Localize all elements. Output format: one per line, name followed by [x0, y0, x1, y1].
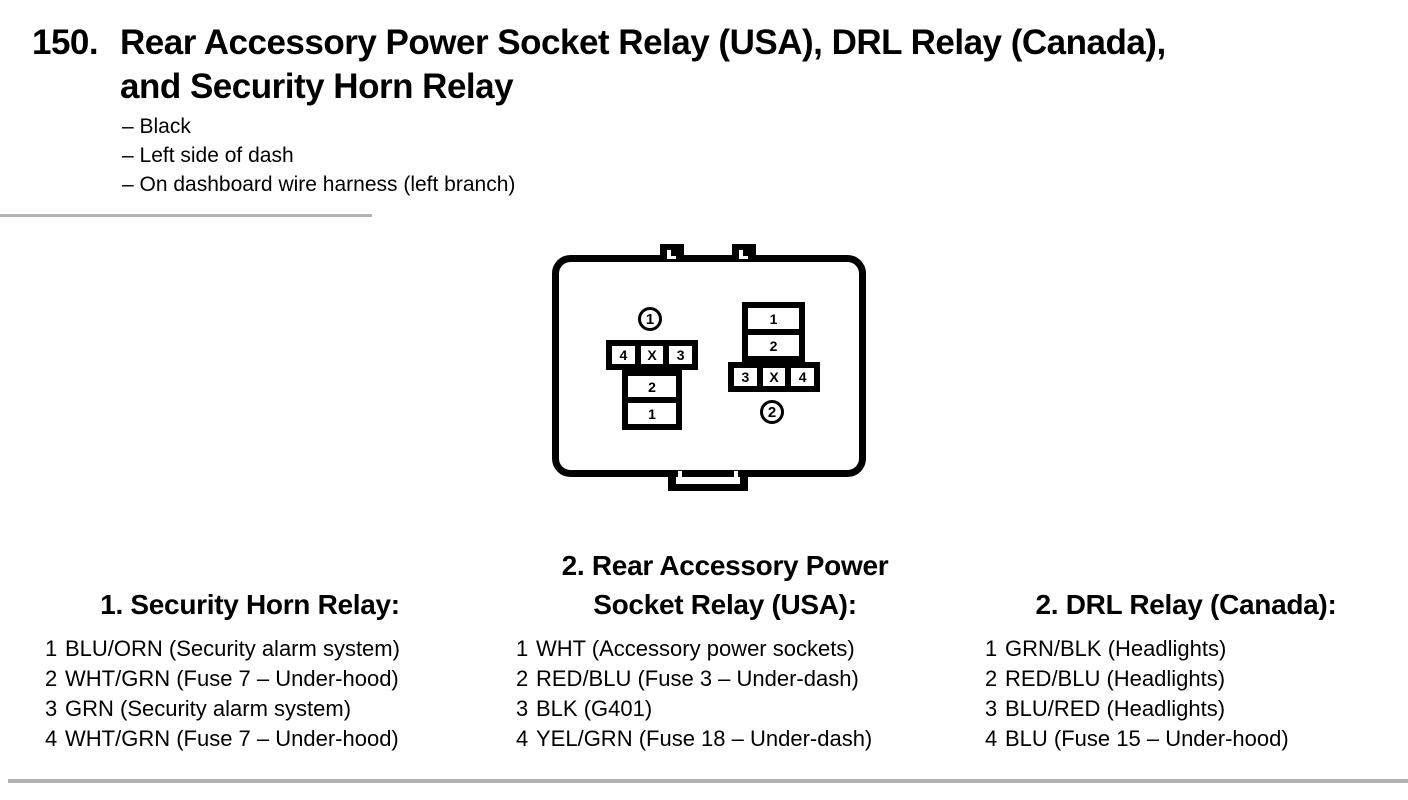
socket-1-pin-cell-4: 4: [612, 346, 635, 364]
scan-artifact-line: [8, 779, 1408, 783]
socket-1-pin-row: 4 X 3: [606, 340, 698, 370]
legend-column-rear-accessory-power-socket-relay: 2. Rear Accessory Power Socket Relay (US…: [505, 546, 945, 754]
pin-list-item: 1 GRN/BLK (Headlights): [985, 634, 1406, 664]
pin-description: BLU/RED (Headlights): [1005, 696, 1226, 721]
pin-number: 2: [985, 666, 998, 691]
pin-number: 3: [985, 696, 998, 721]
mounting-tab-top-left-icon: [660, 244, 684, 259]
socket-1-pin-cell-1: 1: [628, 403, 676, 424]
socket-2-pin-row: 3 X 4: [728, 362, 820, 392]
legend-heading: 2. DRL Relay (Canada):: [966, 546, 1406, 624]
socket-1-pin-cell-x: X: [640, 346, 664, 364]
pin-number: 3: [516, 696, 529, 721]
page-title-line-2: and Security Horn Relay: [120, 67, 514, 106]
pin-list-item: 2 RED/BLU (Fuse 3 – Under-dash): [516, 664, 945, 694]
legend-column-security-horn-relay: 1. Security Horn Relay: 1 BLU/ORN (Secur…: [40, 546, 460, 754]
pin-list-item: 1 WHT (Accessory power sockets): [516, 634, 945, 664]
socket-2-pin-cell-4: 4: [791, 368, 815, 386]
pin-number: 2: [516, 666, 529, 691]
connector-outline-icon: [552, 244, 866, 491]
pin-list-item: 2 RED/BLU (Headlights): [985, 664, 1406, 694]
socket-1-pin-cell-3: 3: [669, 346, 693, 364]
legend-column-drl-relay: 2. DRL Relay (Canada): 1 GRN/BLK (Headli…: [966, 546, 1406, 754]
pin-description: GRN (Security alarm system): [65, 696, 352, 721]
pin-description: WHT/GRN (Fuse 7 – Under-hood): [65, 666, 399, 691]
legend-heading-line: Socket Relay (USA):: [593, 589, 857, 620]
pin-list: 1 BLU/ORN (Security alarm system) 2 WHT/…: [40, 634, 460, 754]
legend-heading: 1. Security Horn Relay:: [40, 546, 460, 624]
pin-list-item: 3 BLK (G401): [516, 694, 945, 724]
pin-description: BLU/ORN (Security alarm system): [65, 636, 400, 661]
pin-number: 4: [985, 726, 998, 751]
figure-title: 150. Rear Accessory Power Socket Relay (…: [32, 21, 1166, 109]
pin-description: RED/BLU (Headlights): [1005, 666, 1226, 691]
pin-number: 3: [45, 696, 58, 721]
pin-number: 4: [516, 726, 529, 751]
socket-1-pin-cell-2: 2: [628, 376, 676, 397]
note-location: – Left side of dash: [122, 144, 294, 167]
location-notes: – Black – Left side of dash – On dashboa…: [122, 112, 515, 199]
pin-description: BLK (G401): [536, 696, 653, 721]
legend-heading: 2. Rear Accessory Power Socket Relay (US…: [505, 546, 945, 624]
note-harness: – On dashboard wire harness (left branch…: [122, 173, 516, 196]
socket-2-label-circle: 2: [760, 400, 784, 424]
page-title: Rear Accessory Power Socket Relay (USA),…: [120, 21, 1166, 109]
socket-2-pin-cell-3: 3: [734, 368, 757, 386]
pin-number: 2: [45, 666, 58, 691]
page-title-line-1: Rear Accessory Power Socket Relay (USA),…: [120, 23, 1166, 62]
pin-list-item: 4 YEL/GRN (Fuse 18 – Under-dash): [516, 724, 945, 754]
socket-1-pin-stack: 2 1: [622, 370, 682, 430]
pin-description: WHT (Accessory power sockets): [536, 636, 855, 661]
pin-number: 1: [516, 636, 529, 661]
mounting-tab-top-right-icon: [732, 244, 756, 259]
pin-description: BLU (Fuse 15 – Under-hood): [1005, 726, 1289, 751]
pin-number: 1: [985, 636, 998, 661]
socket-1-label-circle: 1: [638, 307, 662, 331]
pin-list-item: 3 BLU/RED (Headlights): [985, 694, 1406, 724]
socket-2-pin-cell-1: 1: [748, 308, 799, 329]
legend-heading-line: 2. Rear Accessory Power: [561, 550, 889, 581]
pin-description: GRN/BLK (Headlights): [1005, 636, 1227, 661]
pin-list: 1 WHT (Accessory power sockets) 2 RED/BL…: [505, 634, 945, 754]
pin-number: 1: [45, 636, 58, 661]
socket-2-pin-cell-2: 2: [748, 335, 799, 356]
pin-list-item: 4 WHT/GRN (Fuse 7 – Under-hood): [45, 724, 460, 754]
pin-list-item: 2 WHT/GRN (Fuse 7 – Under-hood): [45, 664, 460, 694]
connector-diagram: 1 4 X 3 2 1 1 2 3 X 4 2: [552, 243, 872, 499]
socket-2-pin-cell-x: X: [762, 368, 786, 386]
legend-heading-line: 2. DRL Relay (Canada):: [1035, 589, 1337, 620]
pin-description: RED/BLU (Fuse 3 – Under-dash): [536, 666, 859, 691]
pin-list-item: 3 GRN (Security alarm system): [45, 694, 460, 724]
mounting-tab-bottom-icon: [668, 471, 748, 491]
pin-description: WHT/GRN (Fuse 7 – Under-hood): [65, 726, 399, 751]
legend-heading-line: 1. Security Horn Relay:: [100, 589, 400, 620]
pin-list-item: 1 BLU/ORN (Security alarm system): [45, 634, 460, 664]
pin-list-item: 4 BLU (Fuse 15 – Under-hood): [985, 724, 1406, 754]
note-color: – Black: [122, 115, 191, 138]
pin-number: 4: [45, 726, 58, 751]
figure-number: 150.: [32, 23, 99, 62]
socket-2-pin-stack: 1 2: [742, 302, 805, 362]
scan-artifact-line: [0, 214, 372, 217]
pin-list: 1 GRN/BLK (Headlights) 2 RED/BLU (Headli…: [966, 634, 1406, 754]
pin-description: YEL/GRN (Fuse 18 – Under-dash): [536, 726, 873, 751]
